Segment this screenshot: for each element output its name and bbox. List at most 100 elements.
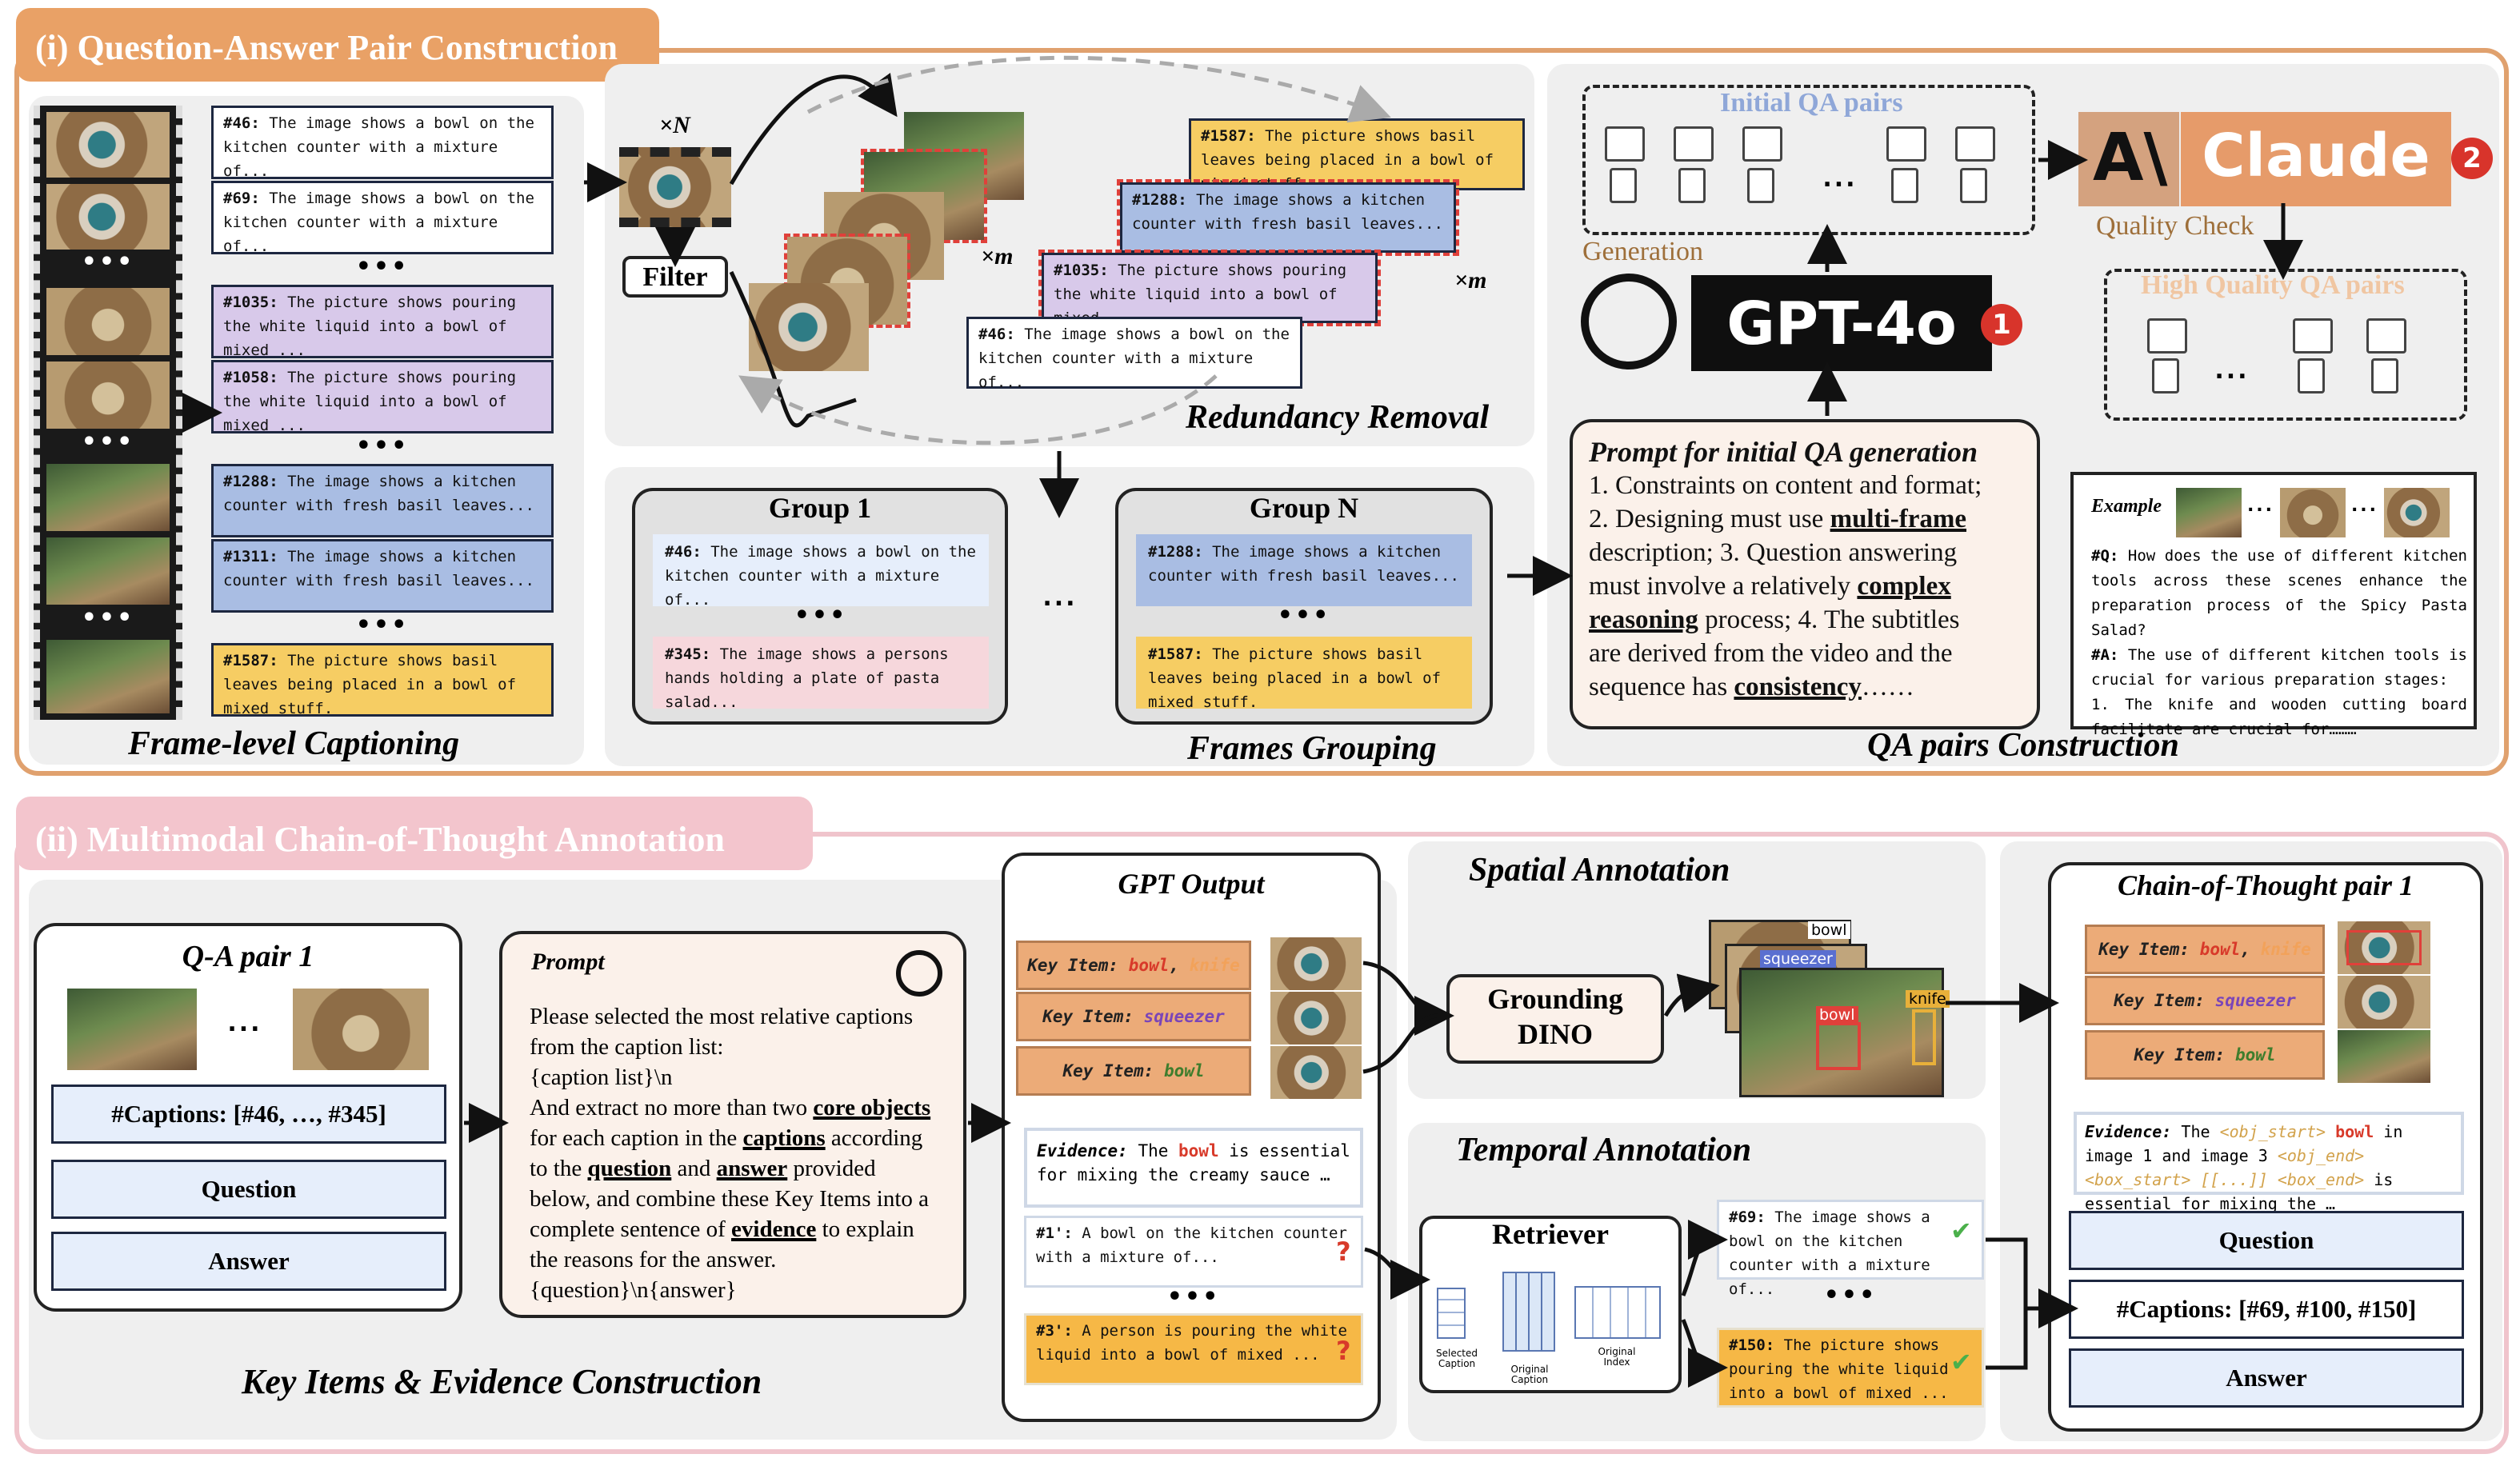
ellipsis: ... <box>2350 496 2379 516</box>
openai-icon <box>896 950 942 997</box>
example-thumb <box>2176 488 2242 537</box>
gpt-output-title: GPT Output <box>1118 868 1265 900</box>
gpt4o-box <box>1691 275 1992 371</box>
dino-label-1: Grounding <box>1487 983 1623 1015</box>
retriever-label: Retriever <box>1492 1218 1609 1250</box>
ellipsis: ••• <box>81 428 135 456</box>
frame-thumb <box>46 362 170 429</box>
gpt4o-label: GPT-4o <box>1726 290 1957 358</box>
arrow <box>1986 1237 2028 1370</box>
selected-caption-label: Selected Caption <box>1435 1348 1478 1369</box>
qa-pair-title: Q-A pair 1 <box>182 940 314 973</box>
ellipsis: ... <box>2246 496 2275 516</box>
caption-box: #1311: The image shows a kitchen counter… <box>211 539 554 613</box>
output-thumb <box>1270 937 1362 990</box>
group-card: #345: The image shows a persons hands ho… <box>653 637 989 711</box>
candidate-caption: #1': A bowl on the kitchen counter with … <box>1024 1216 1363 1288</box>
video-icon <box>1605 126 1645 162</box>
example-label: Example <box>2091 496 2162 517</box>
ellipsis: ••• <box>1277 601 1331 629</box>
section2-title: (ii) Multimodal Chain-of-Thought Annotat… <box>35 820 725 859</box>
matrix-original <box>1502 1272 1555 1352</box>
bbox-knife <box>1912 1009 1936 1065</box>
ellipsis: ••• <box>1823 1281 1878 1309</box>
filter-frame <box>619 147 731 227</box>
stacked-card: #1035: The picture shows pouring the whi… <box>1038 250 1381 327</box>
arrow <box>1681 1319 1728 1388</box>
caption-box: #1035: The picture shows pouring the whi… <box>211 285 554 359</box>
check-icon: ✔ <box>1950 1347 1972 1377</box>
document-icon <box>2152 358 2179 393</box>
cot-key-item: Key Item: squeezer <box>2085 976 2325 1025</box>
qa-prompt-title: Prompt for initial QA generation <box>1589 436 1978 468</box>
xm-label: ×m <box>981 243 1014 270</box>
arrow <box>1362 961 1454 1036</box>
section2-frame <box>14 832 2509 1454</box>
claude-box <box>2181 112 2451 206</box>
redundancy-caption: Redundancy Removal <box>1186 399 1490 436</box>
ellipsis: ••• <box>81 248 135 276</box>
stacked-card: #1288: The image shows a kitchen counter… <box>1117 179 1459 256</box>
caption-box: #69: The image shows a bowl on the kitch… <box>211 181 554 255</box>
dashed-arrow <box>738 374 1218 445</box>
candidate-caption: #3': A person is pouring the white liqui… <box>1024 1313 1363 1385</box>
cot-evidence: Evidence: The <obj_start> bowl in image … <box>2074 1112 2464 1213</box>
bbox-bowl <box>1816 1022 1861 1070</box>
ellipsis: ••• <box>794 601 848 629</box>
frame-thumb <box>46 288 170 355</box>
document-icon <box>2371 358 2398 393</box>
caption-box: #1587: The picture shows basil leaves be… <box>211 643 554 717</box>
ellipsis: ••• <box>355 611 410 639</box>
question-mark-icon: ? <box>1336 1236 1351 1267</box>
check-icon: ✔ <box>1950 1216 1972 1246</box>
cot-question-field: Question <box>2069 1211 2464 1270</box>
section1-title-tab <box>16 8 659 82</box>
caption-box: #46: The image shows a bowl on the kitch… <box>211 106 554 180</box>
arrow <box>1663 973 1720 1017</box>
group-card: #1587: The picture shows basil leaves be… <box>1136 637 1472 711</box>
openai-icon <box>1581 274 1677 369</box>
document-icon <box>1747 168 1774 203</box>
groupN-title: Group N <box>1249 492 1359 524</box>
xN-label: ×N <box>659 112 690 138</box>
document-icon <box>1610 168 1637 203</box>
between-groups: ... <box>1042 584 1078 612</box>
document-icon <box>1960 168 1987 203</box>
frame-thumb <box>46 464 170 531</box>
video-icon <box>1674 126 1714 162</box>
temporal-title: Temporal Annotation <box>1456 1132 1752 1168</box>
cot-prompt-box <box>499 931 966 1318</box>
group-card: #46: The image shows a bowl on the kitch… <box>653 534 989 609</box>
video-icon <box>2293 318 2333 354</box>
arrow <box>729 73 898 186</box>
qa-caption: QA pairs Construction <box>1867 727 2179 764</box>
xm-label: ×m <box>1454 267 1487 294</box>
cot-key-item: Key Item: bowl <box>2085 1030 2325 1080</box>
output-thumb <box>1270 1046 1362 1099</box>
grounding-dino-box <box>1446 974 1664 1064</box>
group1-title: Group 1 <box>768 492 872 524</box>
ellipsis: ... <box>227 1009 262 1037</box>
initial-qa-label: Initial QA pairs <box>1720 88 1903 118</box>
prompt-line: are derived from the video and the <box>1589 639 1953 668</box>
frame-thumb <box>46 640 170 713</box>
annotated-frame <box>1739 968 1944 1097</box>
key-item-row: Key Item: squeezer <box>1016 992 1251 1041</box>
section2-title-tab <box>16 797 813 870</box>
key-item-row: Key Item: bowl, knife <box>1016 941 1251 990</box>
video-icon <box>2366 318 2406 354</box>
section1-title: (i) Question-Answer Pair Construction <box>35 28 618 67</box>
evidence-box: Evidence: The bowl is essential for mixi… <box>1024 1128 1363 1208</box>
video-icon <box>1886 126 1926 162</box>
video-icon <box>1742 126 1782 162</box>
qa-thumb <box>67 989 197 1070</box>
example-text: #Q: How does the use of different kitche… <box>2091 547 2467 738</box>
video-icon <box>2147 318 2187 354</box>
ellipsis: ••• <box>355 253 410 281</box>
retrieved-caption: #69: The image shows a bowl on the kitch… <box>1717 1200 1984 1298</box>
original-caption-label: Original Caption <box>1510 1364 1549 1385</box>
ellipsis: ••• <box>81 604 135 632</box>
prompt-line: sequence has consistency…… <box>1589 673 1914 701</box>
prompt-line: reasoning process; 4. The subtitles <box>1589 605 1960 634</box>
